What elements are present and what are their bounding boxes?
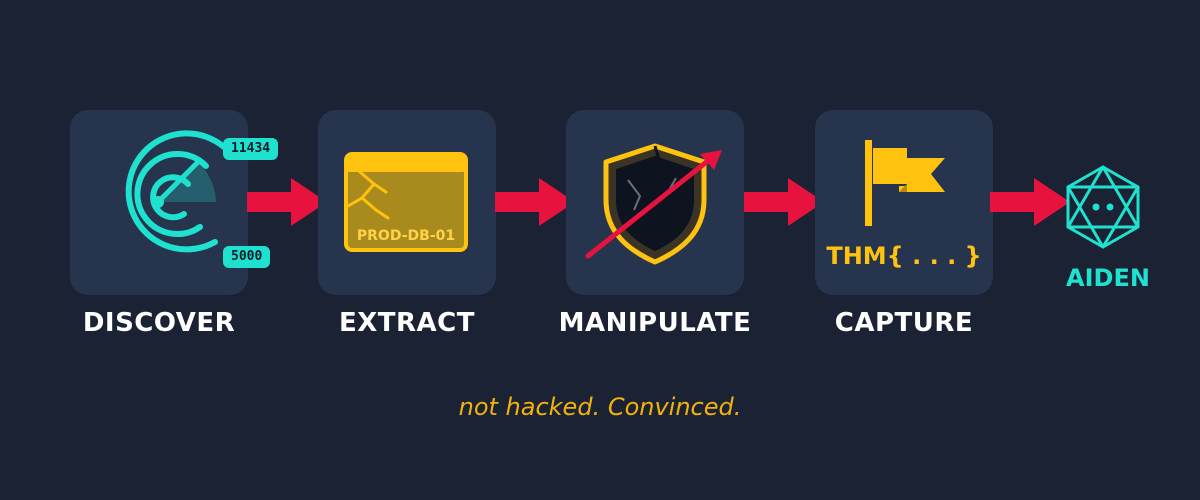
radar-icon [125, 130, 227, 253]
port-badge-5000: 5000 [223, 246, 271, 268]
step-label-manipulate: MANIPULATE [558, 308, 752, 338]
flow-arrow-2 [495, 178, 575, 226]
flag-icon [865, 140, 945, 226]
step-label-discover: DISCOVER [82, 308, 236, 338]
agent-label: AIDEN [1066, 264, 1150, 292]
manipulate-card [566, 110, 744, 295]
discover-card [70, 110, 248, 295]
ai-agent-icon [1058, 163, 1148, 253]
capture-card [815, 110, 993, 295]
flow-arrow-1 [247, 178, 327, 226]
broken-shield-icon [585, 143, 722, 265]
flow-arrow-4 [990, 178, 1070, 226]
flag-code: THM{ . . . } [826, 242, 982, 270]
extract-card [318, 110, 496, 295]
cracked-database-window-icon [344, 152, 468, 252]
step-label-extract: EXTRACT [338, 308, 475, 338]
database-name: PROD-DB-01 [356, 228, 456, 244]
step-label-capture: CAPTURE [834, 308, 974, 338]
tagline: not hacked. Convinced. [458, 393, 742, 421]
port-badge-11434: 11434 [223, 138, 279, 160]
flow-arrow-3 [744, 178, 824, 226]
